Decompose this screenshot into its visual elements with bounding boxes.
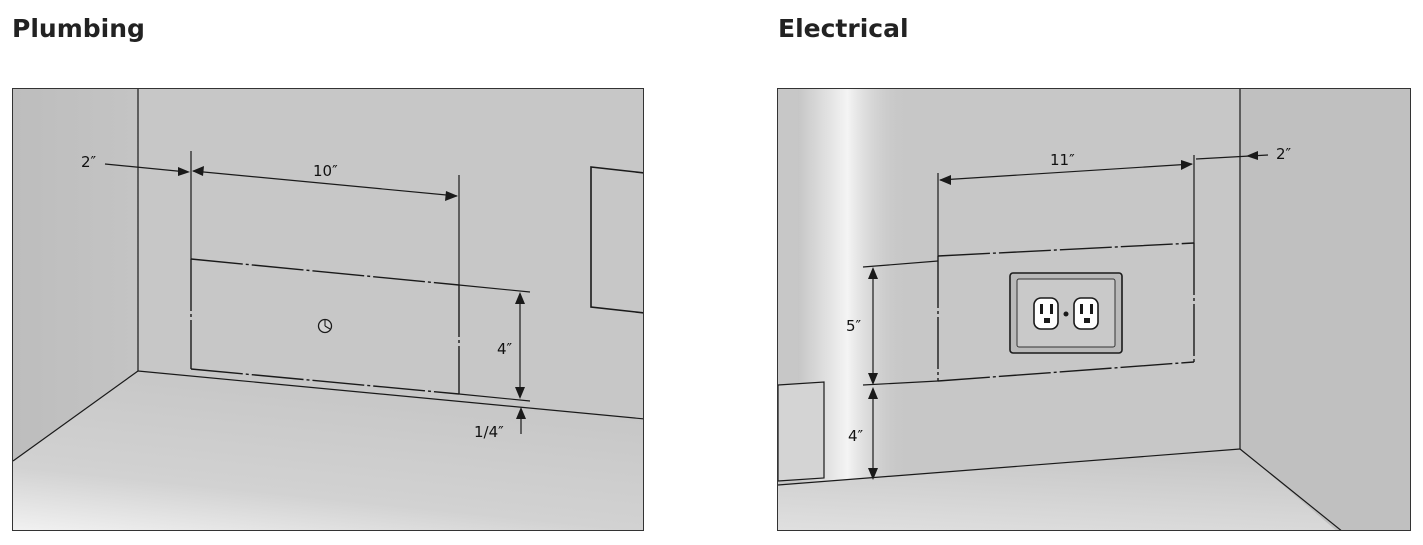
electrical-height-label: 5″: [846, 317, 862, 335]
left-floor-line: [13, 370, 139, 462]
arrowhead: [868, 373, 878, 385]
access-panel-outline: [190, 258, 460, 395]
electrical-side-offset-label: 2″: [1276, 145, 1292, 163]
electrical-illustration: 11″ 2″ 5″ 4″: [778, 89, 1410, 530]
plumbing-title: Plumbing: [12, 14, 145, 43]
right-wall: [1240, 89, 1410, 530]
door-frame: [590, 166, 643, 314]
plumbing-floor-gap-label: 1/4″: [474, 423, 504, 441]
arrowhead: [445, 191, 458, 201]
left-wall: [13, 89, 138, 461]
plumbing-diagram: 2″ 10″ 4″ 1/4″: [12, 88, 644, 531]
arrowhead: [1181, 160, 1193, 170]
dimension-line: [104, 163, 188, 173]
access-panel-outline: [937, 242, 1195, 382]
arrowhead: [868, 468, 878, 480]
arrowhead: [1246, 151, 1258, 160]
floor: [778, 449, 1336, 530]
arrowhead: [178, 167, 190, 176]
extension-line: [458, 284, 531, 293]
pipe-opening-icon: [317, 318, 333, 334]
arrowhead: [939, 175, 951, 185]
back-floor-line: [137, 370, 643, 420]
electrical-floor-gap-label: 4″: [848, 427, 864, 445]
back-floor-line: [778, 448, 1241, 486]
arrowhead: [516, 407, 526, 419]
floor: [13, 371, 643, 530]
right-floor-line: [1239, 448, 1342, 530]
plumbing-height-label: 4″: [497, 340, 513, 358]
dimension-line: [192, 170, 458, 197]
arrowhead: [515, 292, 525, 304]
electrical-diagram: 11″ 2″ 5″ 4″: [777, 88, 1411, 531]
extension-line: [862, 380, 939, 386]
cabinet-edge: [778, 381, 825, 482]
arrowhead: [868, 267, 878, 279]
arrowhead: [515, 387, 525, 399]
plumbing-width-label: 10″: [313, 162, 338, 180]
extension-line: [862, 260, 939, 268]
plumbing-side-offset-label: 2″: [81, 153, 97, 171]
electrical-title: Electrical: [778, 14, 909, 43]
electrical-width-label: 11″: [1050, 151, 1075, 169]
arrowhead: [192, 166, 204, 176]
dimension-line: [939, 163, 1193, 181]
arrowhead: [868, 387, 878, 399]
outlet-icon: [1009, 272, 1123, 354]
extension-line: [458, 393, 531, 402]
plumbing-illustration: 2″ 10″ 4″ 1/4″: [13, 89, 643, 530]
